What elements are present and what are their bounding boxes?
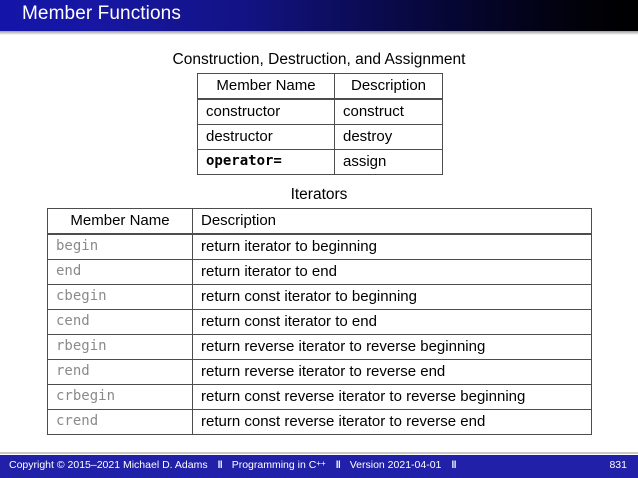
cell-description: assign — [334, 149, 443, 175]
footer-course-prefix: Programming in C — [231, 459, 317, 471]
slide-header-bar — [0, 0, 638, 31]
footer-copyright: Copyright © 2015–2021 Michael D. Adams — [9, 459, 208, 471]
slide-footer-bar: Copyright © 2015–2021 Michael D. Adams ‖… — [0, 455, 638, 478]
table-row: cend return const iterator to end — [47, 309, 592, 335]
cell-member-name: cend — [47, 309, 193, 335]
footer-divider — [0, 452, 638, 454]
cell-description: return iterator to end — [192, 259, 592, 285]
cell-member-name: destructor — [197, 124, 335, 150]
table-row: cbegin return const iterator to beginnin… — [47, 284, 592, 310]
footer-separator-1: ‖ — [217, 459, 223, 471]
table-row: end return iterator to end — [47, 259, 592, 285]
table-row: rbegin return reverse iterator to revers… — [47, 334, 592, 360]
footer-course: Programming in C++ — [232, 459, 326, 471]
page-title: Member Functions — [22, 3, 181, 24]
cell-member-name: crbegin — [47, 384, 193, 410]
section2-caption: Iterators — [290, 186, 348, 203]
cell-description: return reverse iterator to reverse end — [192, 359, 592, 385]
table-header-row: Member Name Description — [197, 73, 443, 99]
cell-member-name: crend — [47, 409, 193, 435]
cell-member-name: begin — [47, 234, 193, 260]
footer-course-suffix: ++ — [316, 459, 326, 468]
footer-version: Version 2021-04-01 — [349, 459, 442, 471]
cell-description: return const iterator to end — [192, 309, 592, 335]
cell-description: construct — [334, 99, 443, 125]
cell-description: return const reverse iterator to reverse… — [192, 409, 592, 435]
cell-member-name: cbegin — [47, 284, 193, 310]
table-header-row: Member Name Description — [47, 208, 592, 234]
footer-separator-2: ‖ — [335, 459, 341, 471]
table-row: constructor construct — [197, 99, 443, 125]
column-header-description: Description — [334, 73, 443, 99]
cell-description: return reverse iterator to reverse begin… — [192, 334, 592, 360]
cell-description: destroy — [334, 124, 443, 150]
cell-member-name: constructor — [197, 99, 335, 125]
footer-page-number: 831 — [609, 459, 627, 471]
table-row: operator= assign — [197, 149, 443, 175]
footer-info: Copyright © 2015–2021 Michael D. Adams ‖… — [9, 459, 463, 471]
construction-table-body: constructor construct destructor destroy… — [197, 99, 443, 175]
column-header-description: Description — [192, 208, 592, 234]
table-row: destructor destroy — [197, 124, 443, 150]
cell-description: return const iterator to beginning — [192, 284, 592, 310]
construction-table-header: Member Name Description — [197, 73, 443, 99]
table-row: rend return reverse iterator to reverse … — [47, 359, 592, 385]
cell-member-name: rbegin — [47, 334, 193, 360]
cell-member-name: operator= — [197, 149, 335, 175]
column-header-member-name: Member Name — [47, 208, 193, 234]
table-row: begin return iterator to beginning — [47, 234, 592, 260]
table-row: crend return const reverse iterator to r… — [47, 409, 592, 435]
iterators-table-body: begin return iterator to beginning end r… — [47, 234, 592, 435]
footer-separator-3: ‖ — [451, 459, 456, 471]
cell-member-name: rend — [47, 359, 193, 385]
cell-description: return const reverse iterator to reverse… — [192, 384, 592, 410]
column-header-member-name: Member Name — [197, 73, 335, 99]
slide-header-shadow — [0, 31, 638, 35]
iterators-table-header: Member Name Description — [47, 208, 592, 234]
cell-member-name: end — [47, 259, 193, 285]
table-row: crbegin return const reverse iterator to… — [47, 384, 592, 410]
section1-caption: Construction, Destruction, and Assignmen… — [172, 51, 466, 68]
cell-description: return iterator to beginning — [192, 234, 592, 260]
